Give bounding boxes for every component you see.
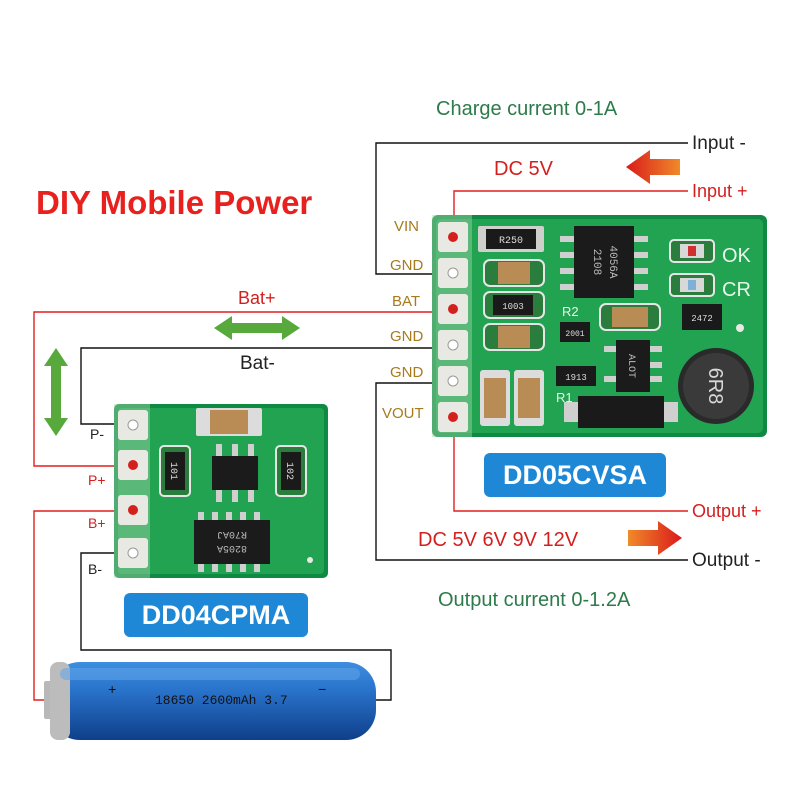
dd05-pin-gnd-1: GND xyxy=(390,257,424,274)
bat-minus-label: Bat- xyxy=(240,353,275,374)
input-minus-label: Input - xyxy=(692,133,746,154)
dd05cvsa-board: R250 1003 4056A 2108 OK CR R2 2001 xyxy=(432,215,767,437)
output-arrow-icon xyxy=(628,521,682,555)
dd05-pin-vin: VIN xyxy=(394,218,420,235)
wire-output-plus xyxy=(453,428,688,512)
dd04-pin-p-minus: P- xyxy=(90,426,104,442)
chip-1913: 1913 xyxy=(565,373,587,383)
input-plus-label: Input + xyxy=(692,181,748,201)
battery-plus-sign: + xyxy=(108,683,116,699)
chip-r2-label: R2 xyxy=(562,304,579,319)
output-plus-label: Output + xyxy=(692,501,762,521)
page-title: DIY Mobile Power xyxy=(36,184,313,221)
chip-alot: ALOT xyxy=(625,354,636,378)
wire-battery-minus xyxy=(80,552,392,701)
dd05-pin-pads xyxy=(438,222,468,432)
output-minus-label: Output - xyxy=(692,550,761,571)
chip-2001: 2001 xyxy=(565,330,584,339)
inductor-6r8: 6R8 xyxy=(704,368,726,405)
dd05-pin-vout: VOUT xyxy=(382,405,424,422)
dd05cvsa-badge: DD05CVSA xyxy=(484,453,666,497)
chip-r70aj: R70AJ xyxy=(217,528,247,539)
chip-101: 101 xyxy=(167,462,178,480)
dd04-pin-pads xyxy=(118,410,148,568)
chip-r1-label: R1 xyxy=(556,390,573,405)
dc-input-label: DC 5V xyxy=(494,158,553,180)
wire-bat-minus xyxy=(80,347,448,425)
dd05-pin-gnd-2: GND xyxy=(390,328,424,345)
wire-bat-plus xyxy=(33,311,454,467)
dd04-pin-p-plus: P+ xyxy=(88,472,106,488)
output-current-label: Output current 0-1.2A xyxy=(438,589,631,611)
dd05-pin-gnd-3: GND xyxy=(390,364,424,381)
connect-double-arrow-icon xyxy=(214,316,300,340)
wire-battery-plus xyxy=(33,510,132,701)
wire-output-minus xyxy=(375,382,688,561)
vertical-double-arrow-icon xyxy=(44,348,68,436)
chip-4056a: 4056A xyxy=(606,245,618,278)
wire-input-minus xyxy=(375,142,688,275)
input-arrow-icon xyxy=(626,150,680,184)
chip-2472: 2472 xyxy=(691,314,713,324)
battery-18650: + 18650 2600mAh 3.7 − xyxy=(44,662,376,740)
charge-current-label: Charge current 0-1A xyxy=(436,98,618,120)
dc-output-label: DC 5V 6V 9V 12V xyxy=(418,529,579,551)
chip-1003: 1003 xyxy=(502,302,524,312)
dd04cpma-badge: DD04CPMA xyxy=(124,593,308,637)
dd04-pin-b-minus: B- xyxy=(88,561,102,577)
battery-minus-sign: − xyxy=(318,683,326,699)
led-cr-label: CR xyxy=(722,279,751,301)
led-ok-label: OK xyxy=(722,245,752,267)
chip-2108: 2108 xyxy=(590,249,602,275)
chip-102: 102 xyxy=(283,462,294,480)
dd04cpma-board: 101 102 8205A R70AJ xyxy=(114,404,328,578)
dd04-pin-b-plus: B+ xyxy=(88,515,106,531)
chip-r250: R250 xyxy=(499,236,523,247)
chip-8205a: 8205A xyxy=(217,542,247,553)
bat-plus-label: Bat+ xyxy=(238,288,276,308)
dd05-pin-bat: BAT xyxy=(392,293,421,310)
battery-label: 18650 2600mAh 3.7 xyxy=(155,693,288,708)
